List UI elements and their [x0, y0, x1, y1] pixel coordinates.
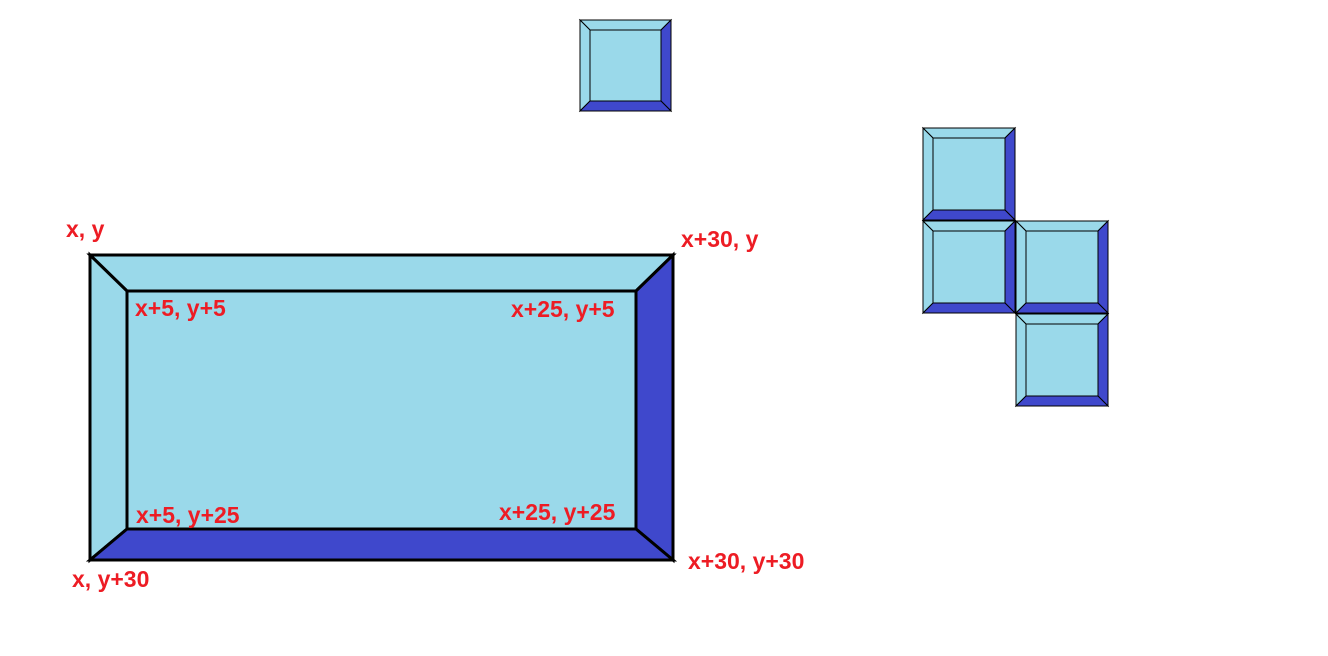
inner-face: [125, 289, 638, 531]
tile-bottom-bevel: [921, 209, 1017, 221]
tile-right-bevel: [1097, 312, 1109, 408]
tile-right-bevel: [1004, 219, 1016, 315]
tile-inner-face: [932, 230, 1006, 304]
tile-right-bevel: [1097, 219, 1109, 315]
tile-bottom-bevel: [1014, 302, 1110, 314]
tile-left-bevel: [922, 219, 934, 315]
annotated-block: [85, 251, 678, 564]
top-bevel-face: [86, 253, 677, 293]
tile-left-bevel: [579, 18, 591, 113]
tile: [921, 126, 1017, 222]
inner-bottom-right-label: x+25, y+25: [499, 499, 616, 525]
tile-top-bevel: [921, 127, 1017, 139]
single-tile: [578, 18, 673, 113]
tile: [921, 219, 1017, 315]
tile-right-bevel: [660, 18, 672, 113]
left-bevel-face: [88, 251, 129, 564]
tile-left-bevel: [922, 126, 934, 222]
tile: [1014, 312, 1110, 408]
tile-bottom-bevel: [578, 100, 673, 112]
tile: [1014, 219, 1110, 315]
inner-top-left-label: x+5, y+5: [135, 295, 226, 321]
tile-inner-face: [589, 29, 662, 102]
s-tetromino: [921, 126, 1110, 408]
tile-top-bevel: [1014, 313, 1110, 325]
outer-bottom-right-label: x+30, y+30: [688, 548, 804, 574]
tile-right-bevel: [1004, 126, 1016, 222]
outer-top-right-label: x+30, y: [681, 226, 759, 252]
inner-top-right-label: x+25, y+5: [511, 296, 615, 322]
inner-bottom-left-label: x+5, y+25: [136, 502, 240, 528]
outer-bottom-left-label: x, y+30: [72, 566, 149, 592]
right-bevel-face: [634, 251, 675, 564]
tile-inner-face: [932, 137, 1006, 211]
tile-inner-face: [1025, 230, 1099, 304]
tile-bottom-bevel: [1014, 395, 1110, 407]
tile-top-bevel: [1014, 220, 1110, 232]
outer-top-left-label: x, y: [66, 216, 105, 242]
tile-left-bevel: [1015, 219, 1027, 315]
tile-top-bevel: [578, 19, 673, 31]
tile-left-bevel: [1015, 312, 1027, 408]
tile: [578, 18, 673, 113]
tile-inner-face: [1025, 323, 1099, 397]
tile-top-bevel: [921, 220, 1017, 232]
bottom-bevel-face: [85, 527, 678, 562]
tile-bottom-bevel: [921, 302, 1017, 314]
